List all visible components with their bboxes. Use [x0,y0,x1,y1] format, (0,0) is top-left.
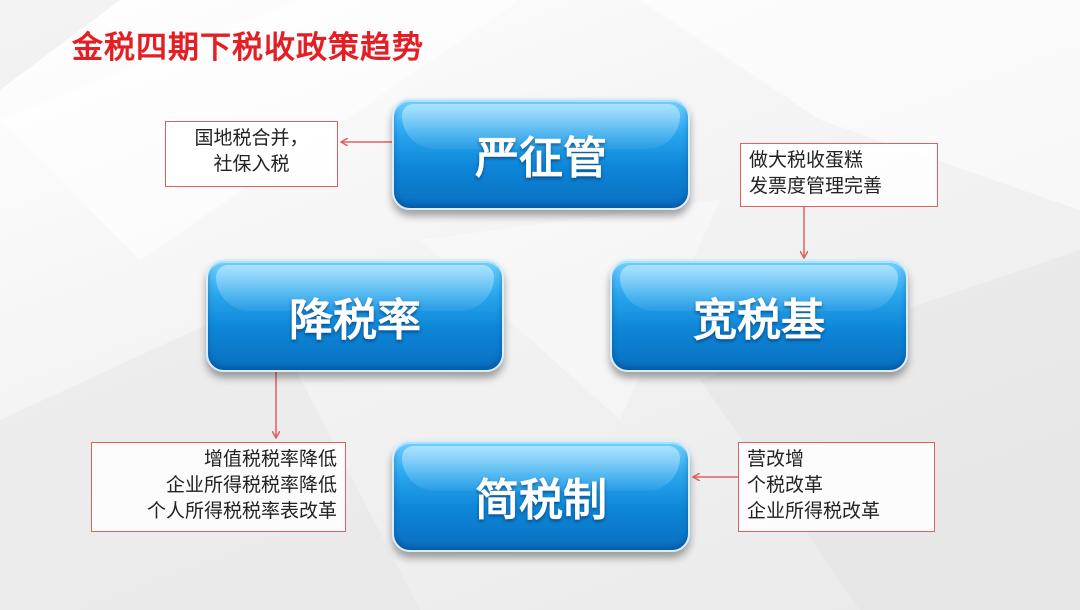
note-strict: 国地税合并， 社保入税 [165,121,338,187]
note-simple-line-2: 个税改革 [747,474,824,496]
page-title: 金税四期下税收政策趋势 [72,30,424,66]
note-lower-line-3: 个人所得税税率表改革 [146,500,337,522]
node-broad: 宽税基 [610,259,908,372]
node-strict-label: 严征管 [475,133,607,184]
note-lower-line-2: 企业所得税税率降低 [165,474,337,496]
node-simple: 简税制 [392,440,690,552]
node-lower-label: 降税率 [289,294,421,346]
note-strict-line-1: 国地税合并， [194,127,309,149]
node-strict: 严征管 [392,98,690,210]
note-broad-line-1: 做大税收蛋糕 [749,149,864,171]
note-lower-line-1: 增值税税率降低 [203,448,337,470]
note-broad: 做大税收蛋糕 发票度管理完善 [740,143,938,207]
note-broad-line-2: 发票度管理完善 [749,175,883,197]
node-broad-label: 宽税基 [693,294,825,346]
note-simple-line-3: 企业所得税改革 [747,500,881,522]
node-simple-label: 简税制 [475,475,607,526]
note-strict-line-2: 社保入税 [213,153,290,175]
node-lower: 降税率 [206,259,504,372]
note-lower: 增值税税率降低 企业所得税税率降低 个人所得税税率表改革 [91,442,346,532]
note-simple: 营改增 个税改革 企业所得税改革 [738,442,935,532]
note-simple-line-1: 营改增 [747,448,805,470]
